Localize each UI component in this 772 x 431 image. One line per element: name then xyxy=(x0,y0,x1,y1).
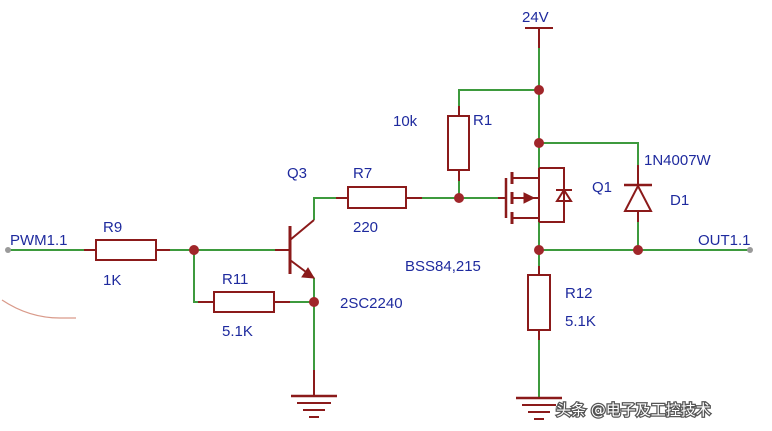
wire-rail-to-d1 xyxy=(539,142,639,165)
pin-pwm-input xyxy=(5,247,11,253)
label-r12-ref: R12 xyxy=(565,285,593,302)
label-r1-ref: R1 xyxy=(473,112,492,129)
label-output: OUT1.1 xyxy=(698,232,751,249)
transistor-q3-npn xyxy=(275,219,315,279)
label-d1-ref: D1 xyxy=(670,192,689,209)
resistor-r12 xyxy=(527,266,551,340)
ground-symbol-left xyxy=(291,370,337,418)
junctions xyxy=(5,85,753,307)
label-r11-ref: R11 xyxy=(222,271,248,288)
label-q3-part: 2SC2240 xyxy=(340,295,403,312)
junction-base xyxy=(189,245,199,255)
label-r9-value: 1K xyxy=(103,272,121,289)
junction-emitter xyxy=(309,297,319,307)
label-r7-ref: R7 xyxy=(353,165,372,182)
mosfet-q1-p-channel xyxy=(498,167,573,224)
label-q1-ref: Q1 xyxy=(592,179,612,196)
pin-output xyxy=(747,247,753,253)
label-r1-value: 10k xyxy=(393,113,418,130)
junction-out-right xyxy=(633,245,643,255)
watermark-text: 头条 @电子及工控技术 xyxy=(556,401,711,419)
label-supply-24v: 24V xyxy=(522,9,549,26)
resistor-r11 xyxy=(198,291,290,313)
wire-r1-to-rail xyxy=(458,89,539,106)
ground-symbol-right xyxy=(516,396,562,420)
junction-rail-r1 xyxy=(534,85,544,95)
junction-out-left xyxy=(534,245,544,255)
wire-collector-to-r7 xyxy=(313,197,336,220)
label-pwm-input: PWM1.1 xyxy=(10,232,68,249)
supply-24v-symbol xyxy=(525,27,553,48)
wire-base-to-r11 xyxy=(193,250,198,303)
resistor-r9 xyxy=(84,239,170,261)
label-r11-value: 5.1K xyxy=(222,323,253,340)
label-r9-ref: R9 xyxy=(103,219,122,236)
diode-d1 xyxy=(623,165,653,222)
label-d1-part: 1N4007W xyxy=(644,152,712,169)
resistor-r1 xyxy=(447,106,470,181)
stray-pen-mark xyxy=(1,299,76,319)
label-q1-part: BSS84,215 xyxy=(405,258,481,275)
junction-gate xyxy=(454,193,464,203)
label-r12-value: 5.1K xyxy=(565,313,596,330)
junction-rail-d1 xyxy=(534,138,544,148)
label-q3-ref: Q3 xyxy=(287,165,307,182)
label-r7-value: 220 xyxy=(353,219,378,236)
resistor-r7 xyxy=(336,186,422,209)
